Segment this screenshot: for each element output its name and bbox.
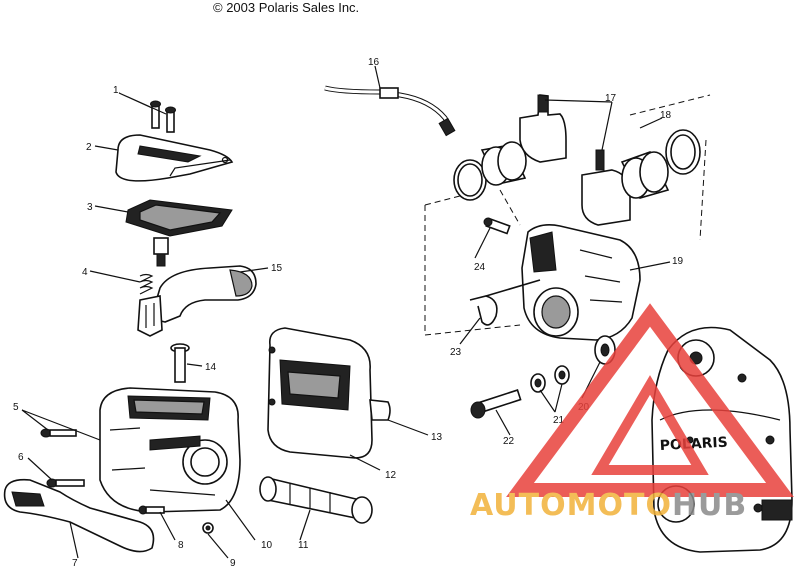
caliper-seal-left	[453, 159, 487, 201]
caliper-piston-left	[480, 141, 527, 186]
part-8-bolt	[138, 505, 165, 515]
callout-7: 7	[72, 558, 78, 567]
callout-21: 21	[553, 415, 565, 426]
part-24-bleeder-screw	[483, 217, 511, 235]
part-22-caliper-bolt	[470, 389, 522, 419]
callout-12: 12	[385, 470, 397, 481]
part-9-nut	[202, 522, 214, 534]
part-14-pin	[170, 343, 190, 383]
part-10-master-cylinder-body	[99, 387, 241, 513]
part-5-bolt	[40, 428, 77, 438]
part-19-caliper-body	[521, 224, 641, 341]
callout-16: 16	[368, 57, 380, 68]
copyright-notice: © 2003 Polaris Sales Inc.	[213, 0, 360, 15]
part-3-diaphragm	[125, 199, 233, 237]
part-21-washers	[530, 365, 570, 393]
part-11-handlebar-tube	[259, 476, 373, 524]
watermark-text-primary: AUTOMOTOHUB	[470, 488, 747, 523]
callout-24: 24	[474, 262, 486, 273]
part-4-spring	[139, 273, 154, 295]
callout-19: 19	[672, 256, 684, 267]
callout-8: 8	[178, 540, 184, 551]
part-12-switch-housing	[267, 327, 373, 459]
part-6-bolt	[46, 478, 85, 488]
part-23-pin-clip	[469, 279, 541, 326]
callout-6: 6	[18, 452, 24, 463]
callout-15: 15	[271, 263, 283, 274]
part-17-brake-pad-inner	[519, 94, 567, 163]
callout-labels: 1 2 3 4 5 6 7 8 9 10 11 12 13 14 15 16 1…	[13, 57, 684, 569]
callout-1: 1	[113, 85, 119, 96]
callout-10: 10	[261, 540, 273, 551]
assembly-guide-lines	[424, 94, 711, 336]
callout-23: 23	[450, 347, 462, 358]
part-17-brake-pad-outer	[581, 149, 631, 226]
part-16-brake-line	[324, 85, 456, 137]
callout-11: 11	[298, 540, 309, 551]
callout-5: 5	[13, 402, 19, 413]
part-7-brake-lever	[3, 478, 155, 553]
part-1-bolts	[150, 100, 176, 133]
part-18-seal-right	[665, 129, 701, 175]
callout-14: 14	[205, 362, 217, 373]
callout-3: 3	[87, 202, 93, 213]
part-18-piston-right	[620, 151, 670, 199]
watermark-logo: AUTOMOTOHUB	[470, 303, 794, 523]
part-2-reservoir-cover	[115, 134, 234, 182]
leader-lines	[21, 65, 671, 559]
callout-2: 2	[86, 142, 92, 153]
callout-17: 17	[605, 93, 617, 104]
callout-9: 9	[230, 558, 236, 567]
callout-18: 18	[660, 110, 672, 121]
callout-22: 22	[503, 436, 515, 447]
callout-4: 4	[82, 267, 88, 278]
callout-13: 13	[431, 432, 443, 443]
master-cylinder-plunger	[153, 237, 169, 267]
part-15-lever-boot	[153, 265, 257, 323]
switch-bracket	[137, 295, 163, 337]
part-13-clamp	[369, 399, 391, 421]
